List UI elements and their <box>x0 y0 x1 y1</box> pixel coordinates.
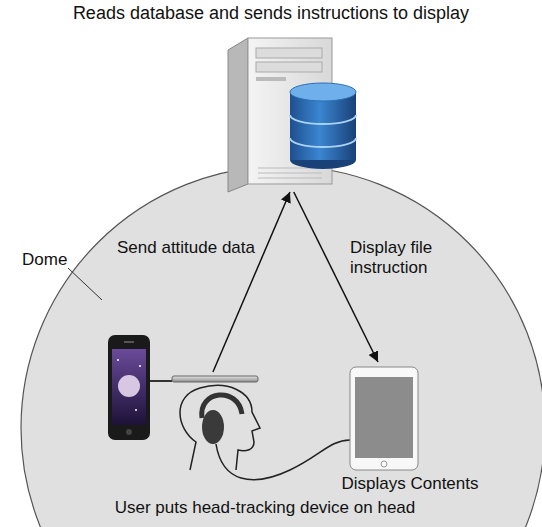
server-illustration-part <box>258 173 322 174</box>
smartphone-icon-part <box>124 341 134 343</box>
smartphone-icon-part <box>112 349 146 425</box>
smartphone-icon-part <box>117 359 119 361</box>
dome-circle <box>21 166 542 527</box>
server-illustration-part <box>258 168 322 169</box>
database-cylinder-part <box>290 92 356 160</box>
tablet-node: Displays Contents <box>330 362 490 497</box>
server-illustration-part <box>256 77 286 81</box>
arrow-connector <box>213 192 290 372</box>
server-illustration <box>228 38 332 192</box>
tablet-icon-part <box>350 367 418 470</box>
server-illustration-part <box>256 48 322 58</box>
arrow-connector <box>294 192 378 362</box>
user-head-figure-part <box>202 395 242 418</box>
node-text: Reads database and sends instructions to… <box>0 3 542 24</box>
smartphone-icon <box>108 335 150 440</box>
dome-outline <box>20 165 542 527</box>
server-illustration-part <box>256 62 322 72</box>
tablet-icon-part <box>355 377 413 458</box>
edge-label-holder: Display file instruction <box>348 238 458 277</box>
user-head-figure-part <box>202 410 224 444</box>
smartphone-icon-part <box>118 375 140 397</box>
smartphone-icon-part <box>108 335 150 440</box>
user-head-figure-part <box>180 385 260 470</box>
database-cylinder-part <box>290 138 356 147</box>
node-text: Dome <box>22 250 92 270</box>
tablet-icon <box>350 367 418 470</box>
server-illustration-part <box>228 38 248 192</box>
server-node: Reads database and sends instructions to… <box>0 0 542 192</box>
head-tracker-bar <box>172 376 258 382</box>
user-head-figure <box>180 385 260 470</box>
server-illustration-part <box>248 38 332 184</box>
edge-label-holder: Send attitude data <box>115 238 265 258</box>
database-cylinder-part <box>290 151 356 169</box>
smartphone-icon-part <box>126 429 132 435</box>
node-text: Displays Contents <box>330 474 490 494</box>
leader-line <box>68 268 102 300</box>
headphone-cable <box>216 440 350 480</box>
phone-link-wire <box>150 380 172 382</box>
node-text: User puts head-tracking device on head <box>60 498 470 518</box>
tablet-icon-part <box>381 461 387 467</box>
server-illustration-part <box>258 178 322 179</box>
edge-label: Send attitude data <box>115 238 257 258</box>
database-cylinder-part <box>290 83 356 101</box>
smartphone-icon-part <box>139 365 141 367</box>
database-cylinder-part <box>290 115 356 124</box>
dome-region: DomeUser puts head-tracking device on he… <box>20 165 542 527</box>
database-cylinder <box>290 83 356 169</box>
smartphone-icon-part <box>135 409 137 411</box>
edge-label: Display file instruction <box>348 238 458 277</box>
user-node: User puts head-tracking device on head <box>60 372 470 522</box>
